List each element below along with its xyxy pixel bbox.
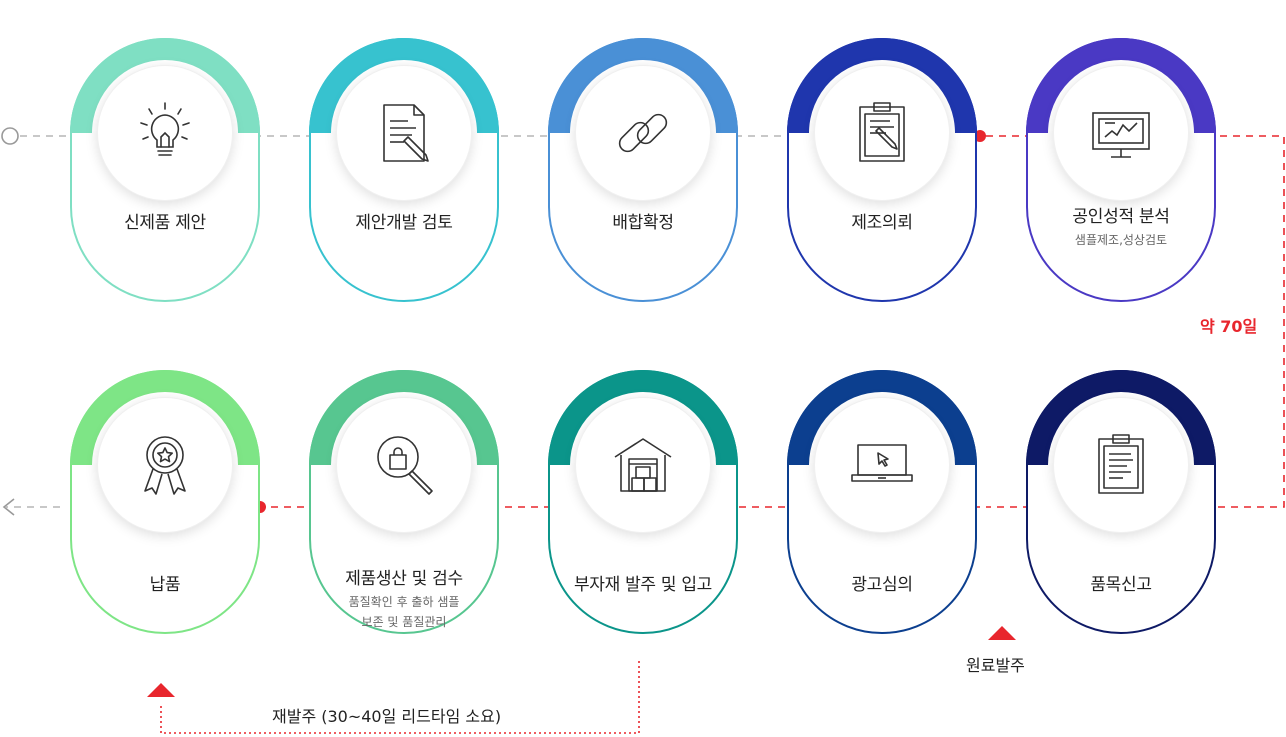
reorder-label: 재발주 (30~40일 리드타임 소요) [272, 707, 502, 726]
clipboard-pen-icon [859, 102, 905, 162]
reorder-marker-icon [147, 683, 175, 697]
end-arrow-icon [2, 498, 15, 516]
step-card-development-review: 제안개발 검토 [309, 38, 499, 302]
step-card-item-report: 품목신고 [1026, 370, 1216, 634]
step-card-materials-order: 부자재 발주 및 입고 [548, 370, 738, 634]
step-label: 신제품 제안 [124, 213, 206, 233]
start-node [1, 127, 19, 145]
step-card-delivery: 납품 [70, 370, 260, 634]
monitor-chart-icon [1092, 112, 1150, 158]
step-label: 공인성적 분석 [1072, 207, 1170, 227]
magnifier-bag-icon [377, 436, 433, 495]
step-sub: 샘플제조,성상검토 [1074, 233, 1168, 247]
step-card-certified-analysis: 공인성적 분석 샘플제조,성상검토 [1026, 38, 1216, 302]
clipboard-list-icon [1098, 434, 1144, 494]
laptop-cursor-icon [851, 444, 913, 482]
raw-material-order-label: 원료발주 [966, 656, 1025, 675]
step-label: 배합확정 [612, 213, 674, 233]
step-label: 품목신고 [1090, 575, 1152, 595]
chain-link-icon [618, 113, 668, 153]
step-label: 부자재 발주 및 입고 [573, 575, 713, 595]
step-label: 제조의뢰 [851, 213, 913, 233]
lightbulb-icon [140, 102, 190, 156]
step-label: 납품 [149, 575, 181, 595]
warehouse-icon [614, 438, 672, 492]
step-label: 제안개발 검토 [355, 213, 453, 233]
step-card-formula-confirm: 배합확정 [548, 38, 738, 302]
step-sub: 품질확인 후 출하 샘플 보존 및 품질관리 [348, 595, 460, 629]
document-pen-icon [383, 104, 429, 162]
step-card-ad-review: 광고심의 [787, 370, 977, 634]
duration-label: 약 70일 [1200, 317, 1258, 336]
step-card-production-inspection: 제품생산 및 검수 품질확인 후 출하 샘플 보존 및 품질관리 [309, 370, 499, 634]
step-card-manufacture-request: 제조의뢰 [787, 38, 977, 302]
reorder-dotted-line [160, 661, 640, 734]
red-node-top [974, 130, 986, 142]
award-ribbon-icon [144, 436, 186, 495]
step-label: 광고심의 [851, 575, 913, 595]
raw-material-marker-icon [988, 626, 1016, 640]
step-card-new-product: 신제품 제안 [70, 38, 260, 302]
step-label: 제품생산 및 검수 [345, 569, 463, 589]
